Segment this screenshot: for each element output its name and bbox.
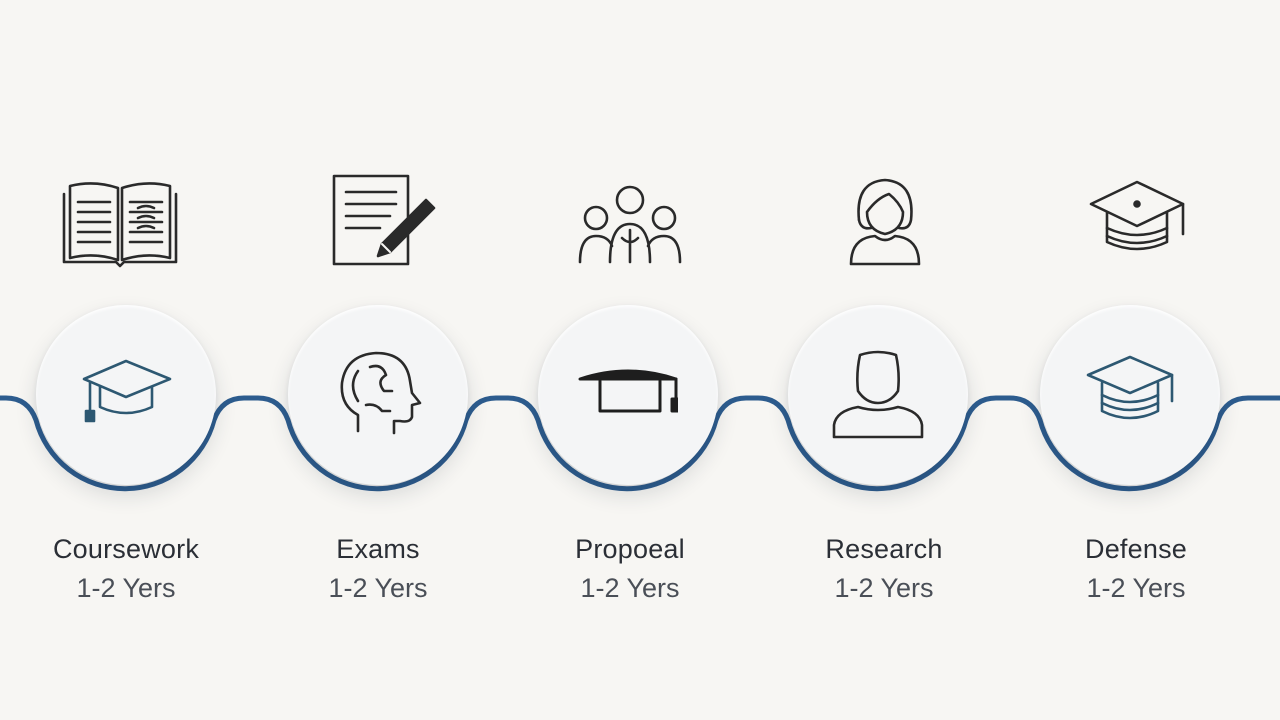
stage-circle-proposal	[538, 305, 718, 485]
stage-circle-research	[788, 305, 968, 485]
woman-avatar-icon	[825, 172, 945, 272]
stage-label-proposal: Propoeal	[575, 534, 685, 564]
person-bust-icon	[832, 350, 924, 439]
stage-duration-defense: 1-2 Yers	[1086, 573, 1186, 603]
stage-duration-proposal: 1-2 Yers	[580, 573, 680, 603]
stage-label-research: Research	[825, 534, 943, 564]
stage-duration-research: 1-2 Yers	[834, 573, 934, 603]
graduation-cap-icon	[1077, 170, 1197, 270]
open-book-icon	[60, 172, 180, 272]
group-people-icon	[570, 172, 690, 272]
stage-duration-coursework: 1-2 Yers	[76, 573, 176, 603]
stage-duration-exams: 1-2 Yers	[328, 573, 428, 603]
head-profile-icon	[340, 351, 422, 435]
stage-label-exams: Exams	[336, 534, 420, 564]
mortarboard-icon	[578, 369, 678, 413]
stage-label-defense: Defense	[1085, 534, 1187, 564]
stage-circle-defense	[1040, 305, 1220, 485]
stage-circle-exams	[288, 305, 468, 485]
stage-label-coursework: Coursework	[52, 534, 200, 564]
graduation-cap-icon	[82, 359, 172, 423]
graduation-cap-icon	[1086, 355, 1174, 420]
stage-circle-coursework	[36, 305, 216, 485]
document-pencil-icon	[320, 170, 440, 270]
